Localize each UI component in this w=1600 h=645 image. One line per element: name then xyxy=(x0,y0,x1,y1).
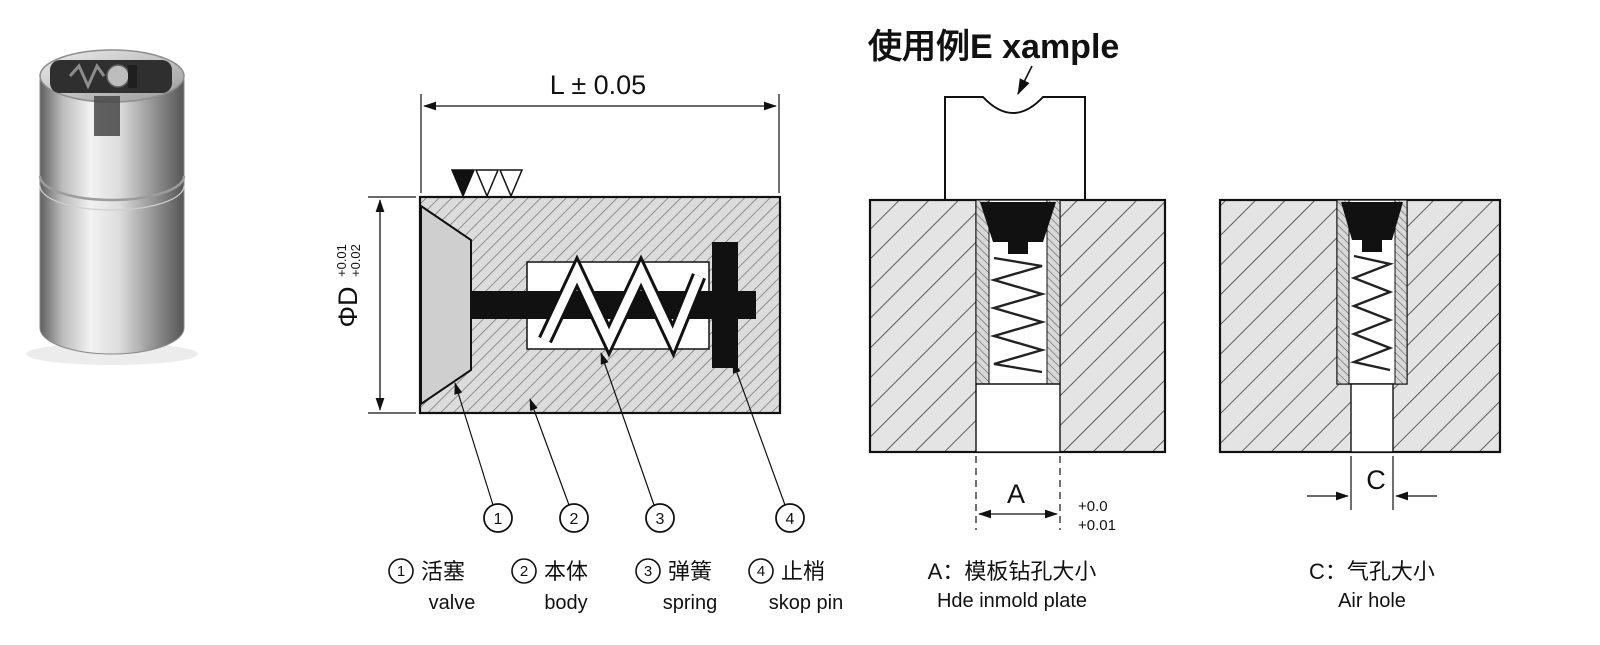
sleeve-right-wall-c xyxy=(1394,199,1408,385)
dim-a-label: A xyxy=(1007,479,1025,509)
dim-diameter-label: ΦD xyxy=(333,286,363,327)
dimension-a: A +0.0 +0.01 xyxy=(975,456,1116,534)
legend-item-4: 4 止梢 skop pin xyxy=(748,558,844,614)
air-hole-channel xyxy=(1350,383,1394,453)
spring-a xyxy=(989,256,1047,374)
legend-4-zh: 止梢 xyxy=(781,559,825,584)
piston-rod xyxy=(466,291,756,319)
part-photo xyxy=(26,49,198,365)
sleeve-left-wall xyxy=(975,199,990,385)
callout-2-num: 2 xyxy=(570,511,579,528)
callout-3-num: 3 xyxy=(656,511,665,528)
callout-4-num: 4 xyxy=(786,511,795,528)
dimension-c: C xyxy=(1307,456,1437,510)
callout-2: 2 xyxy=(529,398,589,533)
callout-3: 3 xyxy=(600,352,675,533)
dim-c-label: C xyxy=(1366,465,1386,495)
example-title: 使用例E xample xyxy=(867,28,1119,66)
legend-4-en: skop pin xyxy=(769,592,844,614)
legend-item-3: 3 弹簧 spring xyxy=(635,558,717,614)
legend-1-en: valve xyxy=(429,592,476,614)
spring-fill xyxy=(540,261,704,352)
slot-spring xyxy=(68,62,106,90)
legend-3-en: spring xyxy=(663,592,717,614)
dimension-length: L ± 0.05 xyxy=(420,70,780,193)
note-c-en: Air hole xyxy=(1338,590,1406,612)
legend-3-num: 3 xyxy=(644,563,652,580)
slot-pin xyxy=(106,64,130,88)
dimension-diameter: ΦD +0.01 +0.02 xyxy=(333,196,416,414)
dim-a-tol-top: +0.0 xyxy=(1078,498,1108,515)
callout-1-num: 1 xyxy=(494,511,503,528)
cylinder-body xyxy=(39,75,185,355)
legend-item-2: 2 本体 body xyxy=(511,558,588,614)
sleeve-left-wall-c xyxy=(1336,199,1350,385)
callout-1: 1 xyxy=(454,382,513,533)
legend-2-en: body xyxy=(544,592,587,614)
valve-head-a xyxy=(980,202,1056,242)
front-slot-notch xyxy=(94,96,120,136)
cross-section-drawing: L ± 0.05 ΦD +0.01 +0.02 1 2 3 xyxy=(333,70,805,533)
callout-4: 4 xyxy=(732,361,805,533)
legend-1-num: 1 xyxy=(397,563,405,580)
example-c: C C：气孔大小 Air hole xyxy=(1218,198,1502,612)
valve-head-c xyxy=(1341,202,1403,240)
legend-item-1: 1 活塞 valve xyxy=(388,558,476,614)
dim-diameter-tol-bottom: +0.02 xyxy=(348,244,363,277)
spring-c xyxy=(1349,254,1395,372)
cap-seam-highlight xyxy=(39,185,185,211)
surface-finish-symbol xyxy=(450,169,524,198)
molded-part xyxy=(944,96,1086,201)
legend-2-num: 2 xyxy=(520,563,528,580)
legend-2-zh: 本体 xyxy=(544,559,588,584)
example-a: A +0.0 +0.01 A：模板钻孔大小 Hde inmold plate xyxy=(868,96,1167,612)
legend-3-zh: 弹簧 xyxy=(668,559,712,584)
slot-pin-stem xyxy=(128,65,137,88)
note-a-zh: A：模板钻孔大小 xyxy=(928,559,1097,584)
dim-a-tol-bottom: +0.01 xyxy=(1078,517,1116,534)
valve-stem-c xyxy=(1362,240,1382,252)
legend-1-zh: 活塞 xyxy=(421,559,465,584)
valve-head xyxy=(420,204,472,406)
note-a-en: Hde inmold plate xyxy=(937,590,1087,612)
dim-length-label: L ± 0.05 xyxy=(550,70,646,100)
legend: 1 活塞 valve 2 本体 body 3 弹簧 spring 4 止梢 sk… xyxy=(388,558,844,614)
example-title-arrow xyxy=(1017,65,1033,96)
note-c-zh: C：气孔大小 xyxy=(1309,559,1435,584)
legend-4-num: 4 xyxy=(757,563,765,580)
valve-stem-a xyxy=(1008,242,1028,254)
stop-pin xyxy=(712,242,738,368)
sleeve-right-wall xyxy=(1046,199,1061,385)
cap-seam xyxy=(38,175,186,202)
dim-diameter-tol-top: +0.01 xyxy=(334,244,349,277)
